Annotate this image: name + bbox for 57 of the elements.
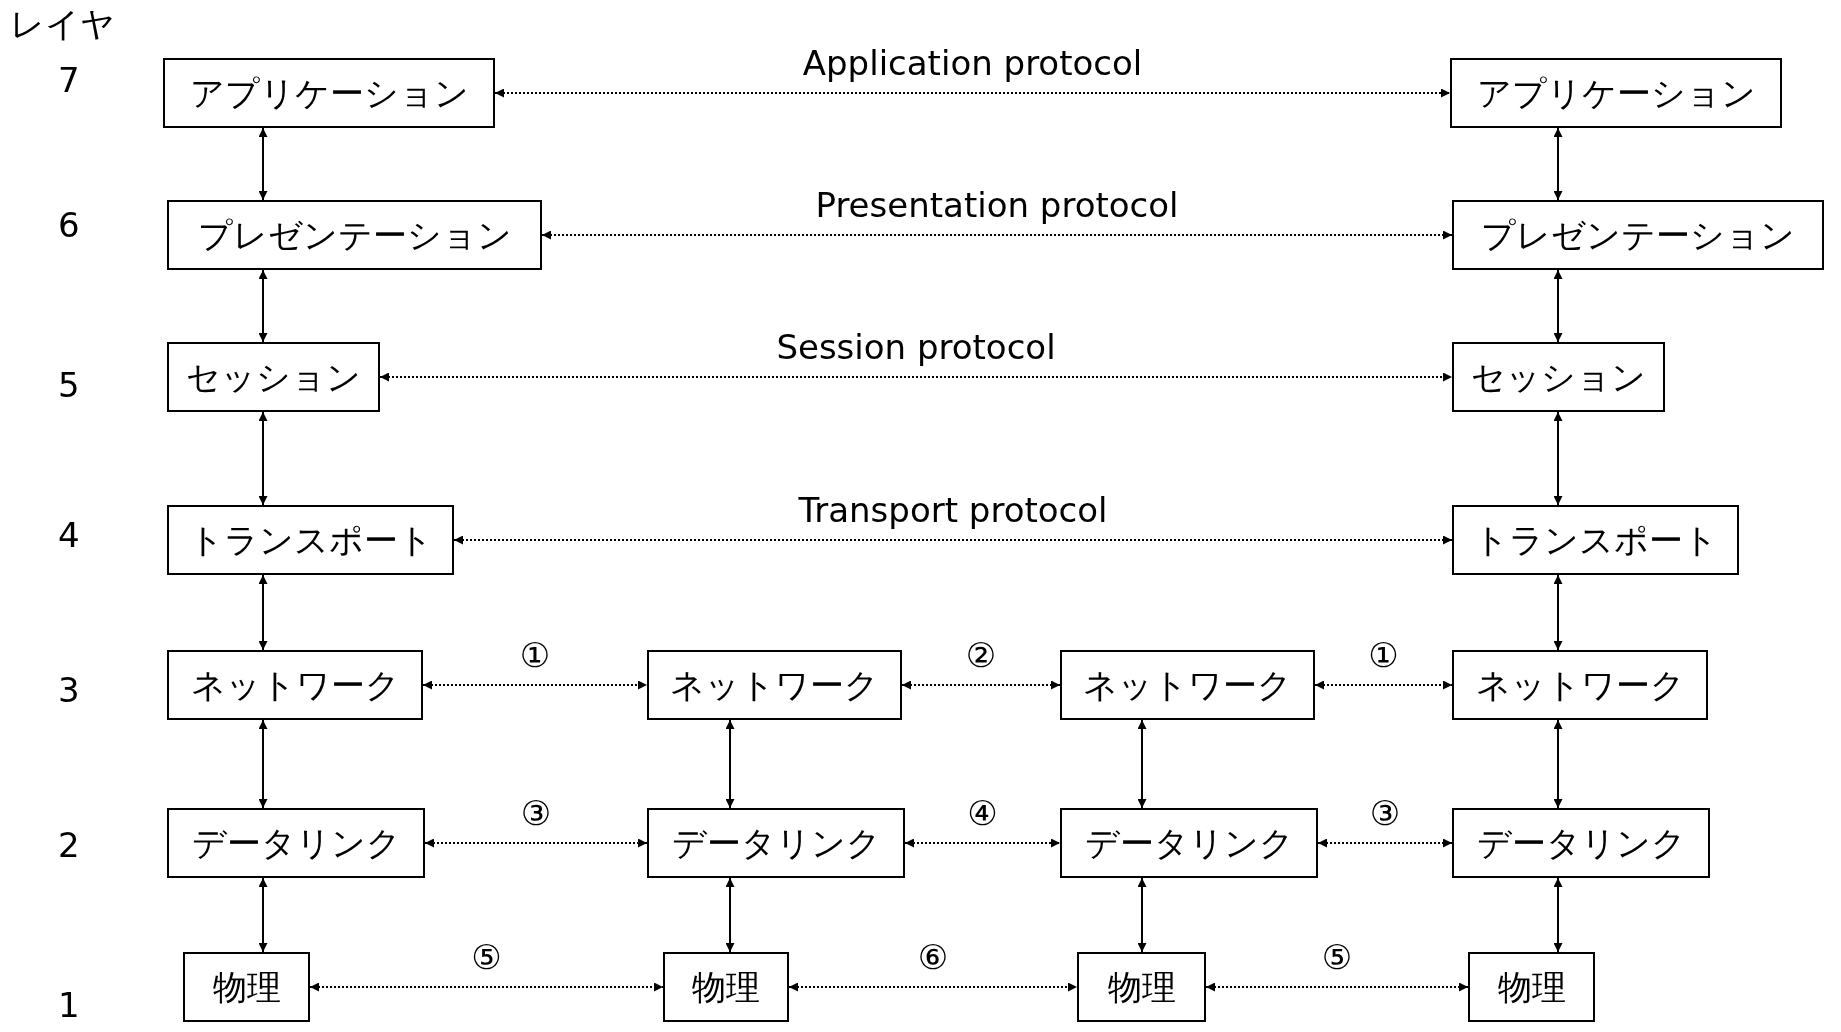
arrow bbox=[494, 88, 1451, 98]
arrow bbox=[541, 230, 1453, 240]
layer-number: 5 bbox=[58, 365, 80, 405]
arrow bbox=[1137, 877, 1147, 953]
layer-box: ネットワーク bbox=[647, 650, 902, 720]
layer-box: 物理 bbox=[1468, 952, 1595, 1022]
layer-number: 6 bbox=[58, 205, 80, 245]
layer-box: 物理 bbox=[1077, 952, 1206, 1022]
arrow bbox=[1553, 574, 1563, 651]
layer-box: プレゼンテーション bbox=[1452, 200, 1824, 270]
layer-number: 3 bbox=[58, 670, 80, 710]
arrow bbox=[424, 838, 648, 848]
arrow bbox=[258, 411, 268, 506]
layer-number: 7 bbox=[58, 60, 80, 100]
arrow bbox=[258, 574, 268, 651]
layer-box: ネットワーク bbox=[1060, 650, 1315, 720]
arrow bbox=[1553, 269, 1563, 343]
arrow bbox=[901, 680, 1061, 690]
layer-box: セッション bbox=[1452, 342, 1665, 412]
arrow bbox=[258, 269, 268, 343]
layer-box: 物理 bbox=[663, 952, 789, 1022]
arrow bbox=[258, 877, 268, 953]
arrow bbox=[258, 719, 268, 809]
arrow bbox=[379, 372, 1453, 382]
layer-box: ネットワーク bbox=[1452, 650, 1708, 720]
arrow bbox=[453, 535, 1453, 545]
arrow bbox=[904, 838, 1061, 848]
layer-box: プレゼンテーション bbox=[167, 200, 542, 270]
axis-title: レイヤ bbox=[10, 4, 115, 44]
arrow bbox=[309, 982, 664, 992]
layer-number: 4 bbox=[58, 515, 80, 555]
layer-number: 1 bbox=[58, 985, 80, 1025]
layer-box: アプリケーション bbox=[163, 58, 495, 128]
arrow bbox=[1205, 982, 1469, 992]
arrow bbox=[422, 680, 648, 690]
arrow bbox=[1553, 877, 1563, 953]
layer-box: セッション bbox=[167, 342, 380, 412]
arrow bbox=[788, 982, 1078, 992]
layer-box: トランスポート bbox=[1452, 505, 1739, 575]
layer-box: データリンク bbox=[1060, 808, 1318, 878]
arrow bbox=[725, 877, 735, 953]
arrow bbox=[1553, 127, 1563, 201]
arrow bbox=[258, 127, 268, 201]
layer-box: データリンク bbox=[647, 808, 905, 878]
arrow bbox=[1553, 411, 1563, 506]
layer-box: データリンク bbox=[1452, 808, 1710, 878]
layer-box: データリンク bbox=[167, 808, 425, 878]
layer-box: 物理 bbox=[183, 952, 310, 1022]
layer-box: アプリケーション bbox=[1450, 58, 1782, 128]
arrow bbox=[1317, 838, 1453, 848]
arrow bbox=[1137, 719, 1147, 809]
arrow bbox=[1314, 680, 1453, 690]
layer-box: ネットワーク bbox=[167, 650, 423, 720]
arrow bbox=[1553, 719, 1563, 809]
layer-box: トランスポート bbox=[167, 505, 454, 575]
layer-number: 2 bbox=[58, 825, 80, 865]
arrow bbox=[725, 719, 735, 809]
